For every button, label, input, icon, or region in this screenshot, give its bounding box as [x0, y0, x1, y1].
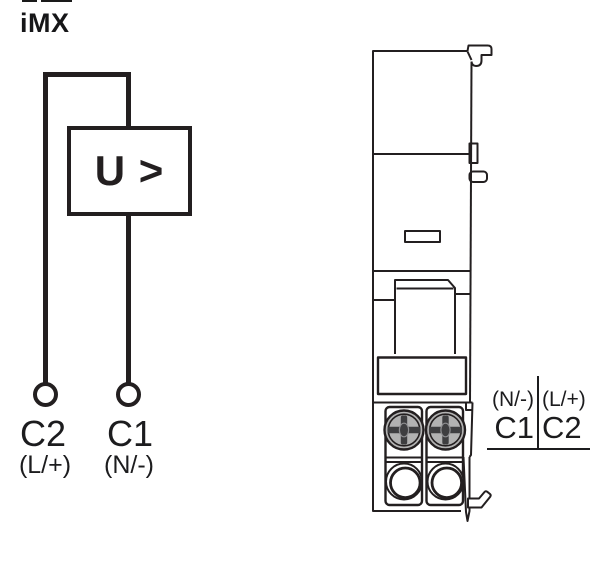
- wire-top: [43, 72, 131, 77]
- wire-right-upper: [126, 72, 131, 128]
- marking-id-c1: C1: [494, 410, 534, 445]
- marking-polarity-c2: (L/+): [542, 388, 586, 411]
- coil-label: U >: [94, 147, 165, 194]
- device-body: [372, 50, 473, 512]
- marking-polarity-c1: (N/-): [492, 388, 534, 411]
- marking-column-c2: (L/+) C2: [539, 376, 590, 448]
- voltage-coil-box: U >: [67, 126, 192, 216]
- phillips-screw-icon: [424, 409, 467, 451]
- terminal-block: [373, 401, 474, 507]
- wiring-schematic: U > C2 C1 (L/+) (N/-): [0, 0, 300, 568]
- wire-port-icon: [385, 462, 423, 501]
- terminal-polarity-c1: (N/-): [104, 451, 154, 479]
- test-slot: [404, 230, 441, 243]
- din-clip-bottom-icon: [462, 456, 492, 522]
- device-side-view: [372, 44, 493, 522]
- marking-column-c1: (N/-) C1: [487, 376, 539, 448]
- wire-left: [43, 72, 48, 383]
- scan-artifact: [22, 0, 37, 2]
- label-window: [376, 356, 468, 396]
- terminal-polarity-c2: (L/+): [18, 451, 72, 479]
- terminal-circle-c1: [115, 382, 141, 407]
- wire-port-icon: [426, 462, 465, 501]
- mounting-tab-icon: [468, 142, 488, 183]
- schematic-title: iMX: [20, 8, 70, 38]
- scan-artifact: [41, 0, 72, 2]
- plunger: [373, 279, 470, 354]
- terminal-label-c1: C1: [106, 413, 154, 454]
- wire-right-lower: [126, 216, 131, 383]
- phillips-screw-icon: [383, 409, 425, 451]
- terminal-marking-table: (N/-) C1 (L/+) C2: [487, 376, 590, 450]
- din-clip-top-icon: [466, 44, 493, 67]
- terminal-circle-c2: [32, 382, 58, 407]
- marking-id-c2: C2: [542, 410, 582, 445]
- terminal-label-c2: C2: [19, 413, 67, 454]
